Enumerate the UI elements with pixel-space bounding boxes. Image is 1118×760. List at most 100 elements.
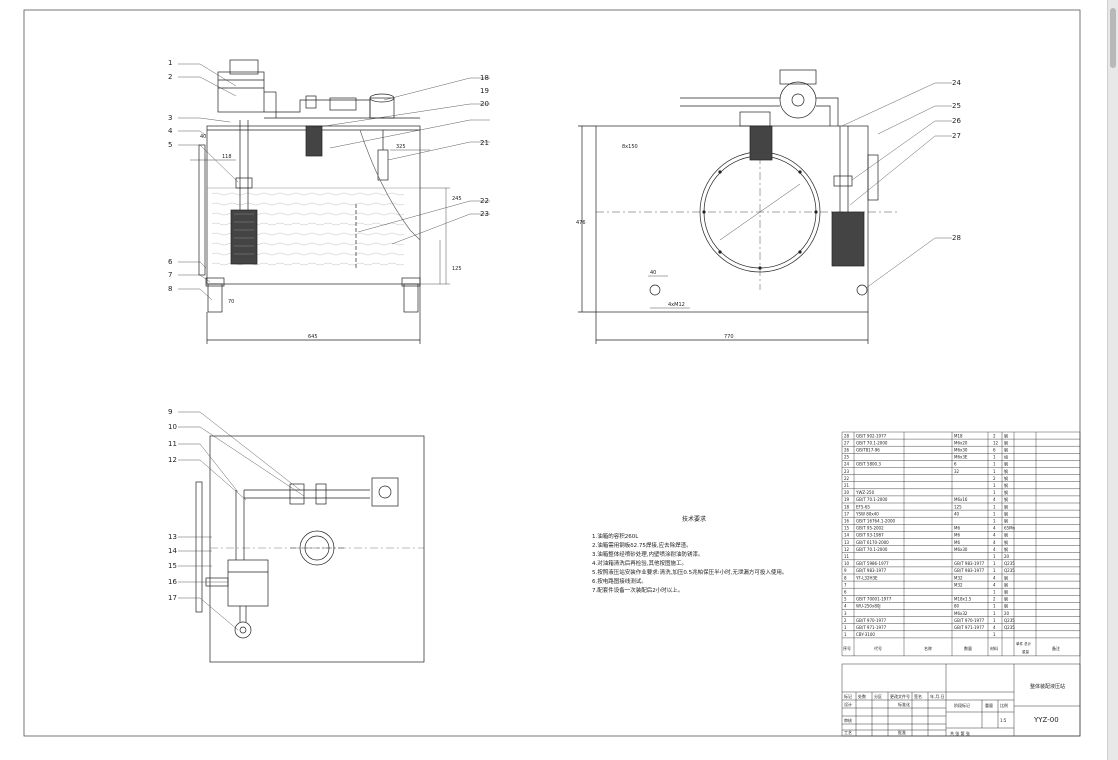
balloon-label: 16 (168, 578, 177, 586)
bom-qty: 1 (993, 504, 996, 509)
bom-material: Q235 (1004, 561, 1015, 566)
bom-qty: 4 (993, 547, 996, 552)
note-line: 4.对油箱清洗后再检验,其他按图施工。 (592, 561, 687, 567)
bom-material: 钢 (1004, 468, 1008, 474)
balloon-label: 17 (168, 594, 177, 602)
bom-qty: 6 (993, 448, 996, 453)
bom-seq: 22 (844, 476, 850, 481)
tb-scale-value: 1:5 (1000, 718, 1007, 723)
bom-material: 钢 (1004, 447, 1008, 453)
plan-view (195, 435, 425, 663)
bom-material: 钢 (1004, 574, 1008, 580)
balloon-label: 22 (480, 197, 489, 205)
dim-front-d4: 70 (228, 299, 234, 305)
balloon-label: 20 (480, 100, 489, 108)
bom-code: GB/T 5800.3 (856, 462, 881, 467)
bom-qty: 1 (993, 590, 996, 595)
bom-code: GB/T 95-2002 (856, 526, 884, 531)
bom-material: 钢 (1004, 532, 1008, 538)
bom-material: 钢 (1004, 496, 1008, 502)
bom-qty: 1 (993, 568, 996, 573)
front-view (190, 59, 450, 344)
bom-material: 钢 (1004, 589, 1008, 595)
balloon-label: 11 (168, 440, 177, 448)
bom-seq: 3 (844, 611, 847, 616)
bom-qty: 1 (993, 554, 996, 559)
balloon-label: 23 (480, 210, 489, 218)
bom-spec: GB/T 970-1977 (954, 618, 985, 623)
bom-seq: 9 (844, 568, 847, 573)
vertical-scrollbar[interactable] (1107, 0, 1118, 760)
bom-qty: 1 (993, 469, 996, 474)
bom-material: Q235 (1004, 568, 1015, 573)
bom-material: 20 (1004, 554, 1010, 559)
bom-qty: 4 (993, 625, 996, 630)
bom-spec: M6x20 (954, 440, 968, 445)
bom-seq: 19 (844, 497, 850, 502)
tb-weight: 重量 (985, 702, 993, 708)
bom-spec: M32 (954, 575, 963, 580)
bom-header-qty: 数量 (964, 645, 972, 651)
bom-qty: 12 (993, 440, 999, 445)
bom-code: GB/T 902-1977 (856, 433, 887, 438)
bom-code: YF-L32H3E (855, 575, 878, 580)
bom-material: 钢 (1004, 482, 1008, 488)
note-line: 6.按电路图接线测试。 (592, 579, 647, 585)
bom-seq: 15 (844, 526, 850, 531)
sheet-border (23, 9, 1081, 737)
balloon-label: 13 (168, 533, 177, 541)
bom-seq: 20 (844, 490, 850, 495)
bom-spec: 40 (954, 511, 960, 516)
plan-balloons: 9 10 11 12 13 14 15 16 17 (168, 408, 177, 602)
scrollbar-thumb[interactable] (1110, 8, 1116, 68)
bom-qty: 1 (993, 519, 996, 524)
dim-front-d3: 325 (396, 144, 406, 150)
note-line: 1.油箱的容积260L (592, 534, 639, 540)
bom-seq: 10 (844, 561, 850, 566)
bom-seq: 4 (844, 604, 847, 609)
balloon-label: 18 (480, 74, 489, 82)
bom-seq: 6 (844, 590, 847, 595)
bom-header-code: 代号 (874, 645, 882, 651)
bom-code: GB/T 971-1977 (856, 625, 887, 630)
bom-code: GB/T 5986-1977 (856, 561, 889, 566)
bom-code: GB/T 93-1987 (856, 533, 884, 538)
bom-spec: M6x30 (954, 547, 968, 552)
bom-seq: 16 (844, 519, 850, 524)
balloon-label: 10 (168, 423, 177, 431)
note-line: 5.按照液压站安装作业要求:清洗,加压0.5兆帕保压半小时,无泄漏方可投入使用。 (592, 570, 788, 576)
dim-front-d5: 245 (452, 196, 462, 202)
bom-material: 钢 (1004, 603, 1008, 609)
balloon-label: 14 (168, 547, 177, 555)
tb-scale: 比例 (1000, 702, 1008, 708)
bom-code: GB/T817-96 (856, 448, 880, 453)
bom-seq: 26 (844, 448, 850, 453)
bom-qty: 1 (993, 490, 996, 495)
dim-width-side: 770 (724, 334, 734, 340)
dim-height-side: 476 (576, 220, 586, 226)
balloon-label: 5 (168, 141, 172, 149)
bom-material: 钢 (1004, 475, 1008, 481)
bom-qty: 4 (993, 533, 996, 538)
bom-seq: 21 (844, 483, 850, 488)
bom-material: 钢 (1004, 539, 1008, 545)
bom-seq: 17 (844, 511, 850, 516)
bom-seq: 13 (844, 540, 850, 545)
bom-spec: 6 (954, 462, 957, 467)
bom-spec: M18 (954, 433, 963, 438)
bom-material: Q235 (1004, 618, 1015, 623)
bom-code: GB/T 6170-2000 (856, 540, 889, 545)
bom-seq: 27 (844, 440, 850, 445)
bom-code: GB/T 16764.1-2000 (856, 519, 896, 524)
bom-spec: 125 (954, 504, 962, 509)
bom-header-name: 名称 (924, 645, 932, 651)
title-block-texts: 标记 处数 分区 更改文件号 签名 年.月.日 设计 标准化 审核 工艺 批准 … (844, 683, 1065, 736)
bom-code: GB/T 70001-1977 (856, 597, 892, 602)
bom-qty: 1 (993, 455, 996, 460)
bom-material: 钢 (1004, 461, 1008, 467)
tb-sheet: 共 张 第 张 (950, 730, 970, 736)
note-line: 2.油箱需用钢板δ2.75焊接,应去除焊渣。 (592, 543, 692, 549)
bom-header-mass: 重量 (1022, 649, 1030, 654)
bom-seq: 8 (844, 575, 847, 580)
bom-spec: M6x32 (954, 611, 968, 616)
